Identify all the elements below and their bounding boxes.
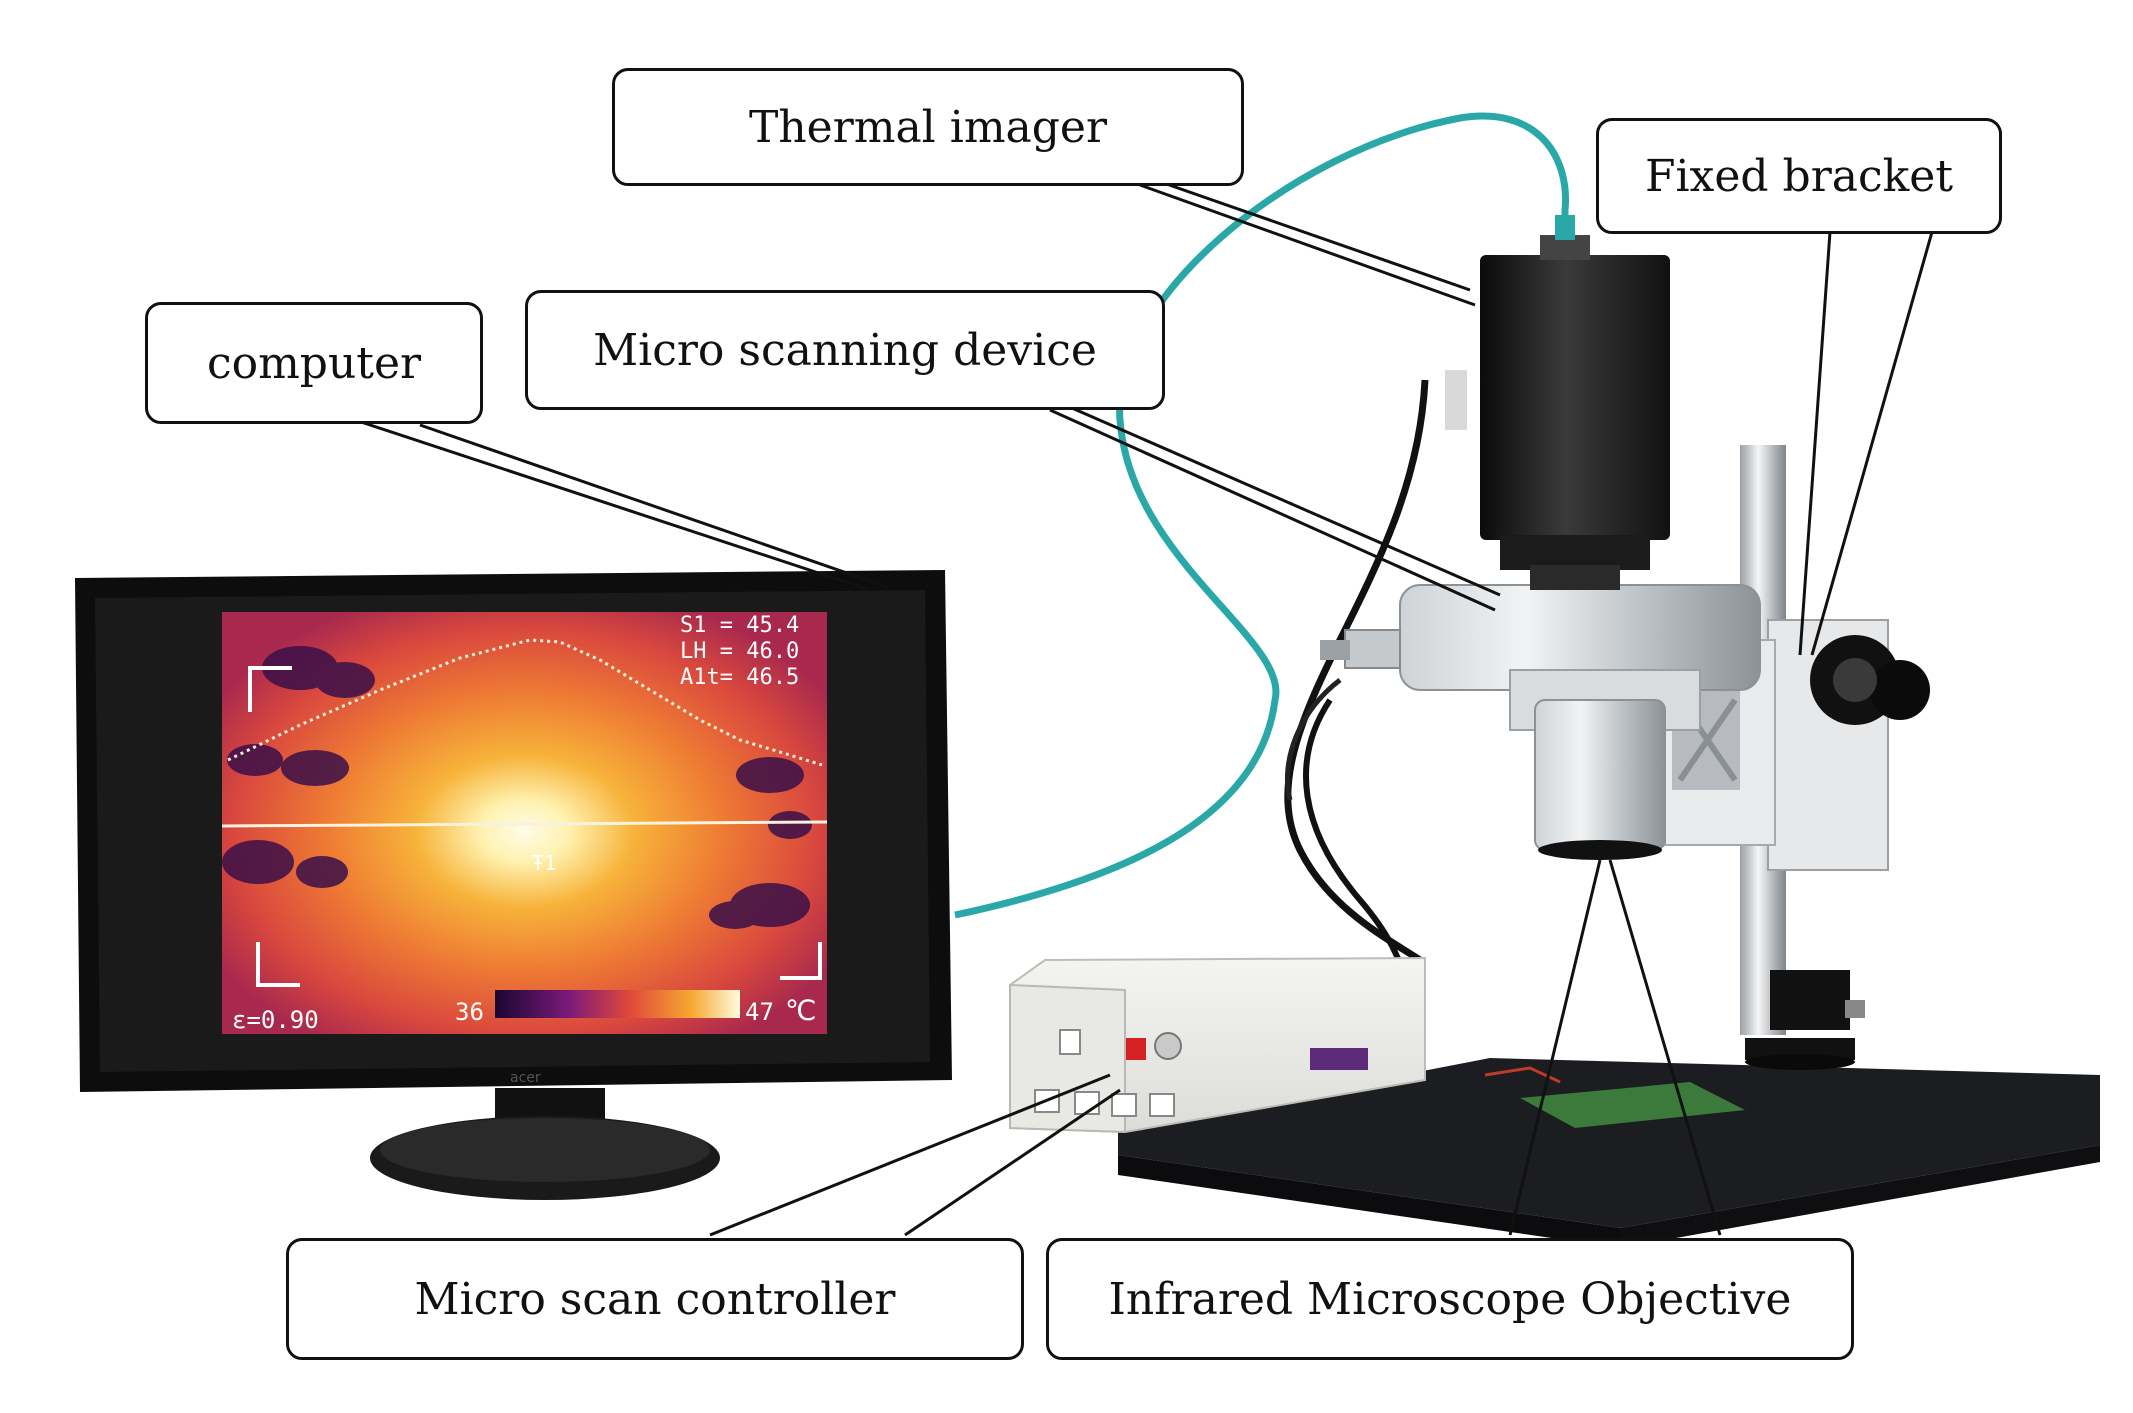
callout-computer: computer xyxy=(145,302,483,424)
teal-cable xyxy=(954,112,1570,919)
scan-line xyxy=(221,820,828,828)
microscope-stand xyxy=(1320,215,1930,1070)
callout-infrared-microscope-objective: Infrared Microscope Objective xyxy=(1046,1238,1854,1360)
thermal-imager-camera xyxy=(1480,255,1670,540)
readout-alt: A1t= 46.5 xyxy=(680,665,799,690)
monitor-brand: acer xyxy=(510,1070,541,1086)
cold-spots xyxy=(222,646,812,929)
callout-leader-lines xyxy=(354,178,1934,1237)
objective-lens xyxy=(1534,699,1666,851)
readout-lh: LH = 46.0 xyxy=(680,639,799,664)
emissivity-label: ε=0.90 xyxy=(232,1006,319,1034)
callout-micro-scan-controller: Micro scan controller xyxy=(286,1238,1024,1360)
callout-thermal-imager: Thermal imager xyxy=(612,68,1244,186)
callout-micro-scanning-device: Micro scanning device xyxy=(525,290,1165,410)
controller-display-button xyxy=(1059,1029,1081,1055)
scale-unit-label: ℃ xyxy=(785,994,816,1027)
controller-red-button xyxy=(1126,1038,1146,1060)
temperature-scale-bar xyxy=(495,990,740,1018)
temperature-profile-line xyxy=(227,638,823,767)
readout-s1: S1 = 45.4 xyxy=(680,613,799,638)
marker-label: Ŧ1 xyxy=(532,851,556,875)
callout-fixed-bracket: Fixed bracket xyxy=(1596,118,2002,234)
computer-monitor: S1 = 45.4 LH = 46.0 A1t= 46.5 Ŧ1 ε=0.90 … xyxy=(75,570,952,1200)
focus-brackets xyxy=(248,666,822,987)
micro-scan-controller-unit xyxy=(1009,956,1426,1134)
scale-min-label: 36 xyxy=(455,998,484,1026)
scale-max-label: 47 xyxy=(745,998,774,1026)
controller-knob xyxy=(1154,1032,1182,1060)
circuit-board xyxy=(1520,1082,1745,1128)
optical-breadboard xyxy=(1118,1058,2100,1248)
